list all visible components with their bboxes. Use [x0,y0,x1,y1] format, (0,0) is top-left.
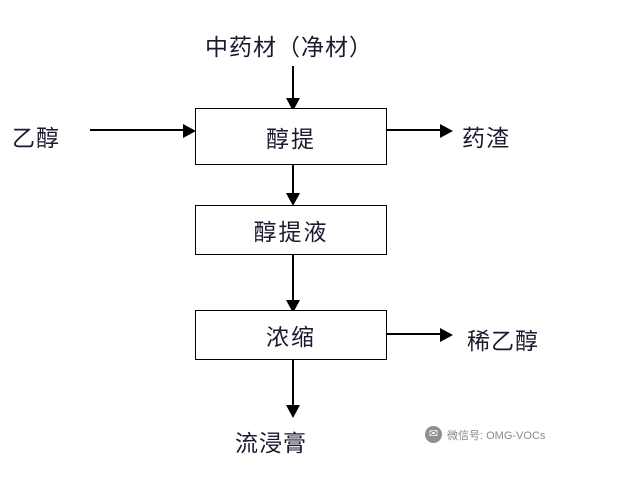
process-box-extract-liquid[interactable]: 醇提液 [195,205,387,255]
arrow-line-material-to-extraction [292,66,294,101]
arrow-head-concentration-to-extract-paste [286,405,300,418]
output-label-residue: 药渣 [462,126,510,151]
arrow-head-concentration-to-dilute-ethanol [440,328,453,342]
arrow-head-ethanol-to-extraction [183,124,196,138]
arrow-line-ethanol-to-extraction [90,129,185,131]
arrow-line-extraction-to-extract-liquid [292,164,294,196]
arrow-line-concentration-to-dilute-ethanol [386,333,442,335]
watermark: ✉ 微信号: OMG-VOCs [425,426,545,443]
input-label-top-material: 中药材（净材） [205,35,373,60]
output-label-dilute-ethanol: 稀乙醇 [467,329,539,354]
arrow-head-material-to-extraction [286,98,300,111]
watermark-text: 微信号: OMG-VOCs [447,429,546,442]
process-box-extraction[interactable]: 醇提 [195,108,387,165]
arrow-head-extraction-to-extract-liquid [286,193,300,206]
input-label-ethanol: 乙醇 [12,126,60,151]
arrow-line-extraction-to-residue [386,129,442,131]
wechat-icon: ✉ [425,426,442,443]
arrow-head-extraction-to-residue [440,124,453,138]
arrow-line-extract-liquid-to-concentration [292,254,294,306]
output-label-extract-paste: 流浸膏 [235,431,307,456]
arrow-line-concentration-to-extract-paste [292,359,294,411]
process-box-concentration[interactable]: 浓缩 [195,310,387,360]
arrow-head-extract-liquid-to-concentration [286,300,300,313]
